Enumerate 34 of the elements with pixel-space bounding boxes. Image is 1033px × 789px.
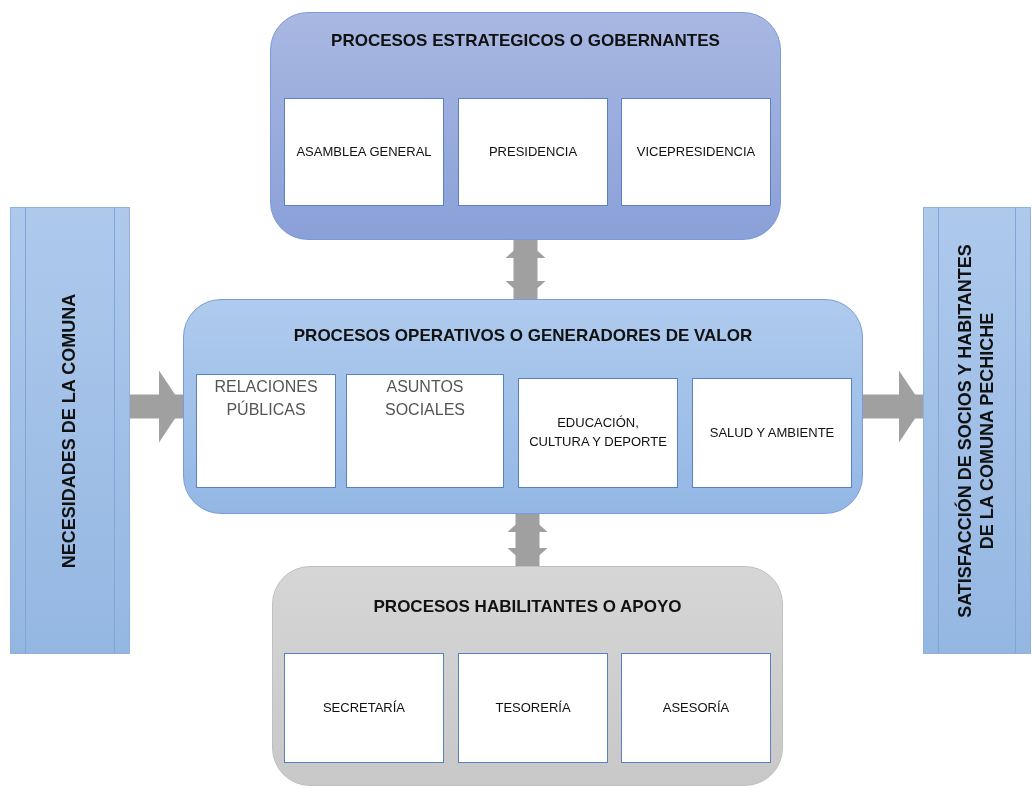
process-label: ASESORÍA — [662, 698, 730, 717]
process-label: ASAMBLEA GENERAL — [296, 142, 432, 161]
process-label: SECRETARÍA — [322, 698, 406, 717]
process-label: ASUNTOS SOCIALES — [384, 377, 466, 421]
process-box — [458, 98, 608, 206]
process-box — [458, 653, 608, 763]
side-panel — [923, 207, 1031, 654]
process-group — [183, 299, 863, 514]
block-arrow — [505, 240, 546, 299]
block-arrow — [863, 370, 923, 443]
block-arrow — [507, 514, 548, 566]
process-label: SALUD Y AMBIENTE — [709, 423, 835, 442]
process-label: EDUCACIÓN, CULTURA Y DEPORTE — [528, 414, 668, 451]
group-title: PROCESOS OPERATIVOS O GENERADORES DE VALOR — [292, 326, 754, 346]
process-group — [270, 12, 781, 240]
group-title: PROCESOS HABILITANTES O APOYO — [372, 597, 683, 617]
process-box — [196, 374, 336, 488]
process-box — [621, 98, 771, 206]
process-box — [284, 98, 444, 206]
side-panel — [10, 207, 130, 654]
process-label: TESORERÍA — [495, 698, 571, 717]
process-box — [346, 374, 504, 488]
process-box — [692, 378, 852, 488]
block-arrow — [130, 370, 183, 443]
process-label: VICEPRESIDENCIA — [636, 142, 756, 161]
process-label: PRESIDENCIA — [488, 142, 578, 161]
process-box — [621, 653, 771, 763]
panel-label: SATISFACCIÓN DE SOCIOS Y HABITANTES DE LA COMUNA PECHICHE — [955, 242, 998, 620]
process-box — [284, 653, 444, 763]
panel-label: NECESIDADES DE LA COMUNA — [59, 292, 81, 570]
process-box — [518, 378, 678, 488]
process-group — [272, 566, 783, 786]
process-label: RELACIONES PÚBLICAS — [213, 377, 319, 421]
group-title: PROCESOS ESTRATEGICOS O GOBERNANTES — [330, 31, 721, 51]
